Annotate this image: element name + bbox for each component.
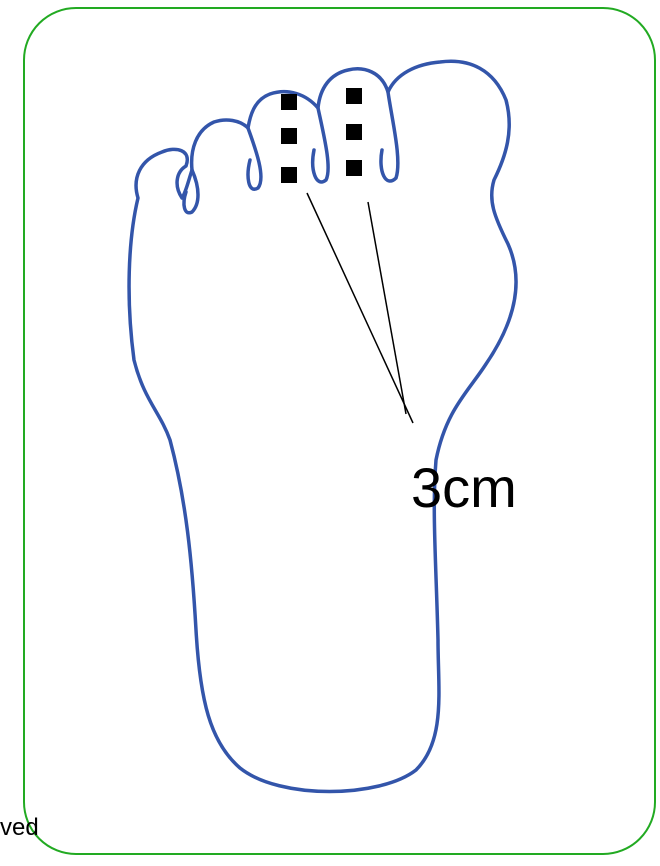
toe-gap-2 bbox=[248, 128, 261, 189]
measurement-label: 3cm bbox=[411, 460, 517, 516]
foot-outline bbox=[129, 61, 516, 791]
marker-left-3 bbox=[281, 167, 297, 183]
marker-group bbox=[281, 88, 362, 183]
frame-border bbox=[24, 8, 655, 854]
marker-right-2 bbox=[346, 124, 362, 140]
marker-left-2 bbox=[281, 128, 297, 144]
leader-line-right bbox=[368, 202, 406, 414]
marker-right-1 bbox=[346, 88, 362, 104]
leader-lines bbox=[307, 193, 413, 423]
toe-gap-3 bbox=[313, 108, 328, 182]
toe-gap-4 bbox=[381, 92, 398, 181]
corner-text: ved bbox=[0, 816, 39, 840]
marker-left-1 bbox=[281, 94, 297, 110]
marker-right-3 bbox=[346, 160, 362, 176]
leader-line-left bbox=[307, 193, 413, 423]
